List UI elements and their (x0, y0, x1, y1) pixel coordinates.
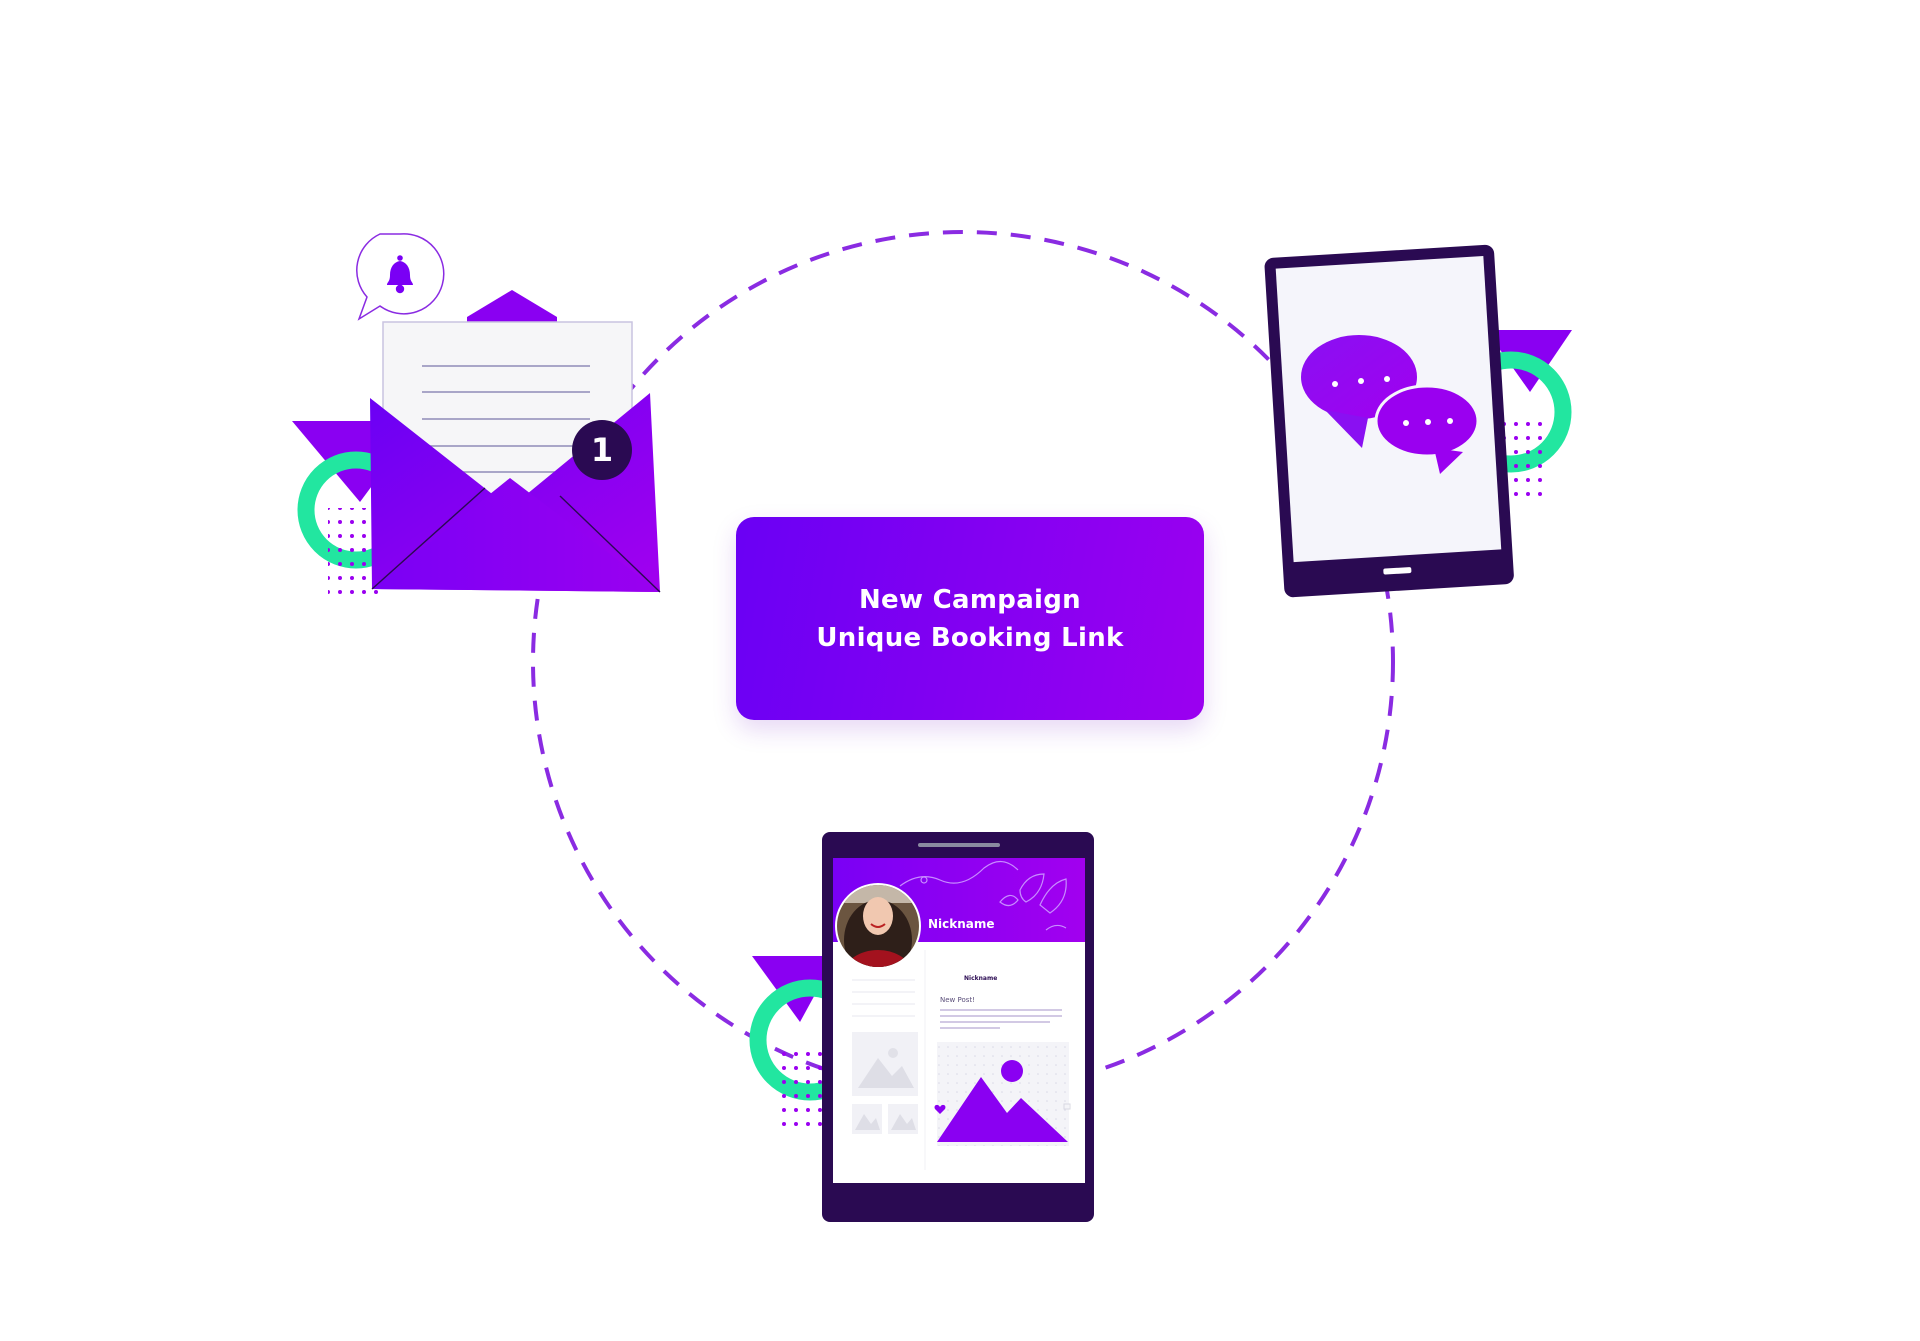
badge-count: 1 (591, 431, 613, 469)
envelope-front-flap (372, 478, 660, 592)
post-text-lines (940, 1009, 1062, 1029)
booking-link-label: Unique Booking Link (816, 622, 1124, 653)
avatar (835, 883, 921, 969)
left-column-lines (852, 979, 915, 1017)
post-image (937, 1042, 1069, 1146)
bell-icon (387, 255, 413, 294)
dashed-ring (531, 230, 1395, 1094)
campaign-title: New Campaign (859, 584, 1081, 615)
chat-node (1264, 244, 1572, 598)
heart-icon (934, 1104, 946, 1114)
image-placeholder-icon (852, 1032, 918, 1134)
post-label: New Post! (940, 996, 975, 1004)
email-node: 1 (292, 233, 661, 596)
chat-bubbles-icon (1301, 335, 1480, 474)
comment-icon (1063, 1103, 1071, 1110)
notification-badge (572, 420, 632, 480)
social-node: Nickname Nickname New Post! (749, 832, 1094, 1222)
campaign-card[interactable]: New Campaign Unique Booking Link (736, 517, 1204, 720)
profile-nickname-header: Nickname (928, 917, 995, 931)
profile-nickname-small: Nickname (964, 975, 997, 982)
tablet-home-button (1383, 567, 1412, 575)
header-decor-leaves (899, 860, 1067, 931)
